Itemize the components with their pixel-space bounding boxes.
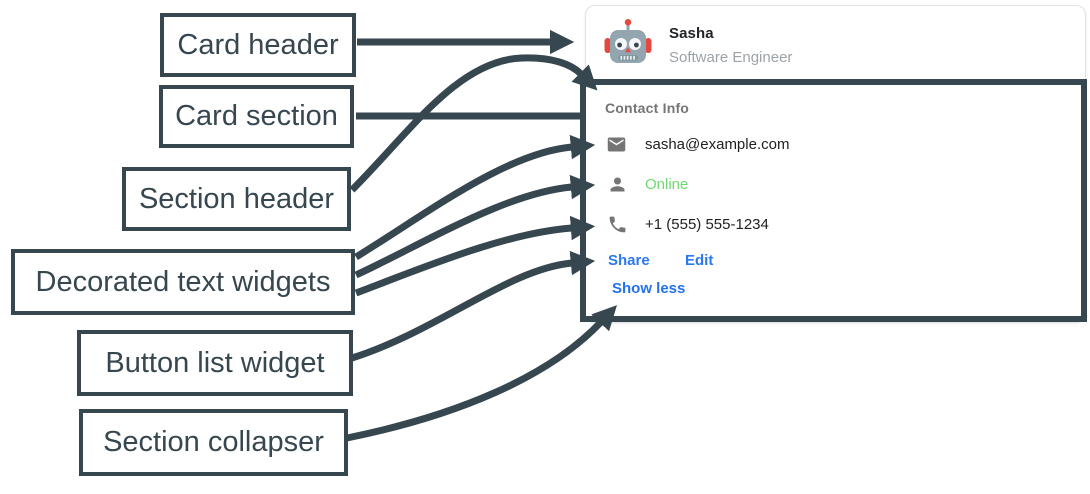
annotation-label-decorated-text-widgets: Decorated text widgets — [11, 249, 355, 315]
arrow-online-row — [354, 174, 596, 279]
arrow-section-header — [349, 54, 598, 193]
show-less-button[interactable]: Show less — [612, 280, 686, 297]
mail-icon — [607, 137, 626, 152]
annotation-label-section-collapser: Section collapser — [79, 409, 348, 476]
user-name: Sasha — [669, 25, 714, 42]
arrow-section-collapser — [346, 305, 618, 442]
arrow-email-row — [354, 134, 596, 260]
arrow-button-list — [350, 250, 596, 362]
person-icon — [610, 177, 625, 192]
edit-button[interactable]: Edit — [685, 252, 714, 269]
user-role: Software Engineer — [669, 49, 793, 66]
online-status-text: Online — [645, 176, 689, 193]
share-button[interactable]: Share — [608, 252, 650, 269]
email-text: sasha@example.com — [645, 136, 790, 153]
annotation-label-card-header: Card header — [160, 13, 356, 77]
robot-avatar-icon — [604, 19, 652, 63]
section-header-title: Contact Info — [605, 100, 690, 116]
phone-icon — [609, 216, 626, 233]
card-section: Contact Info sasha@example.com Online +1… — [580, 79, 1087, 322]
arrow-phone-row — [354, 215, 596, 297]
phone-text: +1 (555) 555-1234 — [645, 216, 769, 233]
annotation-label-card-section: Card section — [159, 85, 354, 148]
annotation-label-button-list-widget: Button list widget — [77, 330, 353, 396]
annotation-label-section-header: Section header — [122, 167, 351, 231]
